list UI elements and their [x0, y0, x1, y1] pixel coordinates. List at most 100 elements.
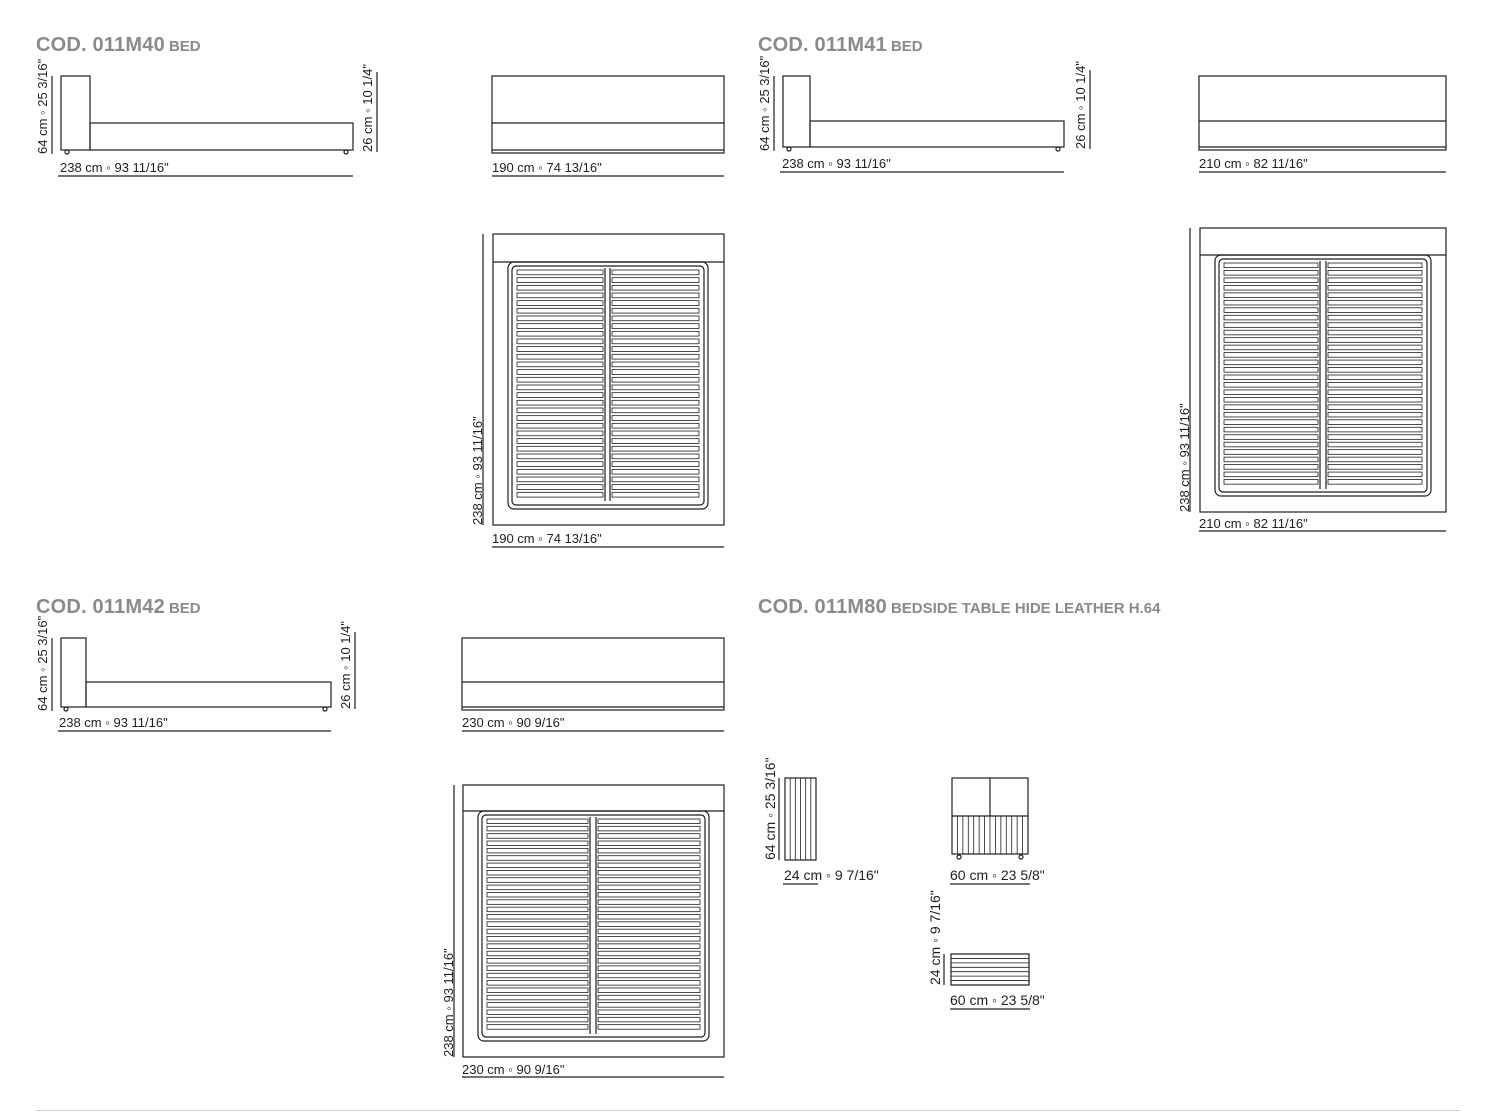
- slat: [1327, 292, 1423, 298]
- slat: [1223, 292, 1319, 298]
- slat: [486, 1024, 589, 1030]
- dim-top-width: 210 cm ◦ 82 11/16": [1199, 516, 1308, 531]
- slat: [597, 987, 701, 993]
- slat: [516, 353, 604, 360]
- slat: [486, 1016, 589, 1023]
- dim-top-length: 238 cm ◦ 93 11/16": [1177, 403, 1192, 512]
- slat: [1223, 337, 1319, 343]
- slat: [597, 870, 701, 876]
- product-desc: BEDSIDE TABLE HIDE LEATHER H.64: [890, 600, 1161, 617]
- dim-top-width: 190 cm ◦ 74 13/16": [492, 531, 602, 546]
- slat: [486, 958, 589, 964]
- slat: [516, 491, 604, 498]
- slat: [611, 315, 700, 322]
- slat: [516, 292, 604, 299]
- slat: [597, 980, 701, 986]
- slat: [486, 965, 589, 971]
- slat: [516, 407, 604, 414]
- product-desc: BED: [168, 600, 201, 617]
- slat: [597, 840, 701, 846]
- bed-011m40-front-view: 190 cm ◦ 74 13/16": [491, 75, 725, 177]
- slat: [1223, 307, 1319, 313]
- slat: [611, 361, 700, 368]
- slat: [516, 392, 604, 398]
- slat: [597, 972, 701, 979]
- slat: [486, 877, 589, 883]
- slat: [486, 921, 589, 927]
- slat: [597, 899, 701, 905]
- slat: [1327, 426, 1423, 433]
- slat: [486, 833, 589, 839]
- product-code: COD. 011M41: [758, 34, 887, 56]
- slat: [486, 987, 589, 993]
- slat: [486, 928, 589, 935]
- slat: [1327, 456, 1423, 463]
- slat: [1223, 419, 1319, 425]
- slat: [1223, 382, 1319, 388]
- slat: [611, 468, 700, 475]
- slat: [611, 430, 700, 437]
- dim-side-length: 238 cm ◦ 93 11/16": [782, 156, 891, 171]
- slat: [516, 461, 604, 467]
- dim-frame-height: 26 cm ◦ 10 1/4": [338, 621, 353, 709]
- slat: [516, 399, 604, 406]
- slat: [1223, 314, 1319, 321]
- slat: [597, 906, 701, 913]
- slat: [611, 484, 700, 490]
- bed-011m41-front-view: 210 cm ◦ 82 11/16": [1198, 75, 1447, 173]
- slat: [1223, 464, 1319, 470]
- slat: [1223, 299, 1319, 306]
- slat: [597, 833, 701, 839]
- slat: [1223, 404, 1319, 410]
- slat: [597, 958, 701, 964]
- dim-bedside-height: 64 cm ◦ 25 3/16": [762, 757, 778, 860]
- slat: [1327, 352, 1423, 358]
- footer-divider: [36, 1110, 1460, 1111]
- slat: [1327, 270, 1423, 276]
- slat: [486, 936, 589, 942]
- slat: [611, 269, 700, 276]
- slat: [611, 384, 700, 391]
- slat: [486, 855, 589, 861]
- slat: [1223, 479, 1319, 485]
- slat: [597, 1024, 701, 1030]
- slat: [1223, 389, 1319, 395]
- slat: [611, 453, 700, 460]
- slat: [597, 921, 701, 927]
- bedside-front-view: 60 cm ◦ 23 5/8": [950, 777, 1045, 885]
- slat: [516, 277, 604, 283]
- slat: [1223, 374, 1319, 381]
- dim-bedside-top-depth: 24 cm ◦ 9 7/16": [927, 890, 943, 985]
- slat: [611, 346, 700, 352]
- slat: [611, 277, 700, 283]
- slat: [486, 884, 589, 891]
- slat: [516, 430, 604, 437]
- bed-011m40-side-view: 238 cm ◦ 93 11/16" 64 cm ◦ 25 3/16" 26 c…: [35, 58, 378, 177]
- slat: [486, 818, 589, 824]
- slat: [611, 369, 700, 375]
- slat: [1327, 419, 1423, 425]
- slat: [1223, 367, 1319, 373]
- slat: [597, 818, 701, 824]
- slat: [1327, 359, 1423, 366]
- slat: [1327, 471, 1423, 478]
- slat: [1223, 449, 1319, 455]
- bed-011m41-top-view: 238 cm ◦ 93 11/16" 210 cm ◦ 82 11/16": [1177, 227, 1447, 532]
- slat: [1327, 449, 1423, 455]
- slat: [597, 1016, 701, 1023]
- slat: [1327, 374, 1423, 381]
- slat: [516, 307, 604, 314]
- slat: [1223, 396, 1319, 403]
- slat: [516, 300, 604, 306]
- slat: [597, 1002, 701, 1008]
- slat: [611, 415, 700, 421]
- slat: [1327, 396, 1423, 403]
- slat: [597, 928, 701, 935]
- slat: [597, 914, 701, 920]
- slat: [1327, 441, 1423, 448]
- bed-011m40-top-view: 238 cm ◦ 93 11/16" 190 cm ◦ 74 13/16": [470, 233, 725, 548]
- slat: [597, 943, 701, 949]
- slat: [611, 392, 700, 398]
